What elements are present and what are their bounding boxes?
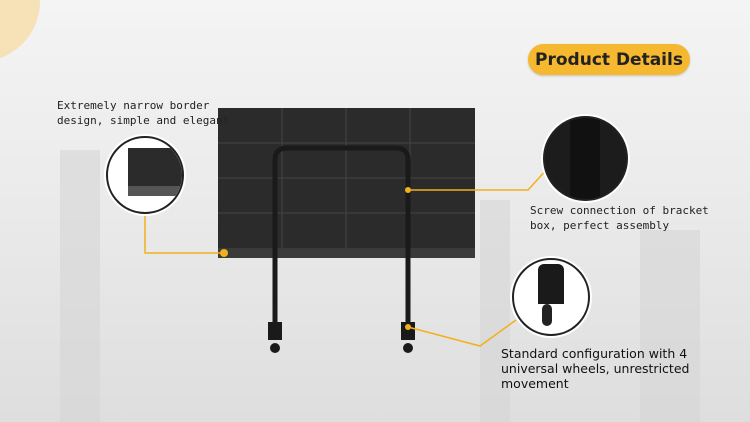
border-detail-circle <box>106 136 184 214</box>
callout-lines <box>144 167 549 347</box>
callout-screw-text: Screw connection of bracket box, perfect… <box>530 204 709 232</box>
callout-wheels-text: Standard configuration with 4 universal … <box>501 346 690 391</box>
background-building <box>60 150 100 422</box>
wheel-detail-circle <box>512 258 590 336</box>
screw-detail-circle <box>543 116 628 201</box>
decorative-circle <box>0 0 41 58</box>
product-details-title: Product Details <box>528 44 690 75</box>
callout-border-text: Extremely narrow border design, simple a… <box>57 99 230 127</box>
wheels <box>268 322 415 353</box>
stand <box>272 145 411 330</box>
background-building <box>640 230 700 422</box>
led-panel <box>218 108 475 258</box>
background-building <box>480 200 510 422</box>
callout-dots <box>220 187 411 330</box>
